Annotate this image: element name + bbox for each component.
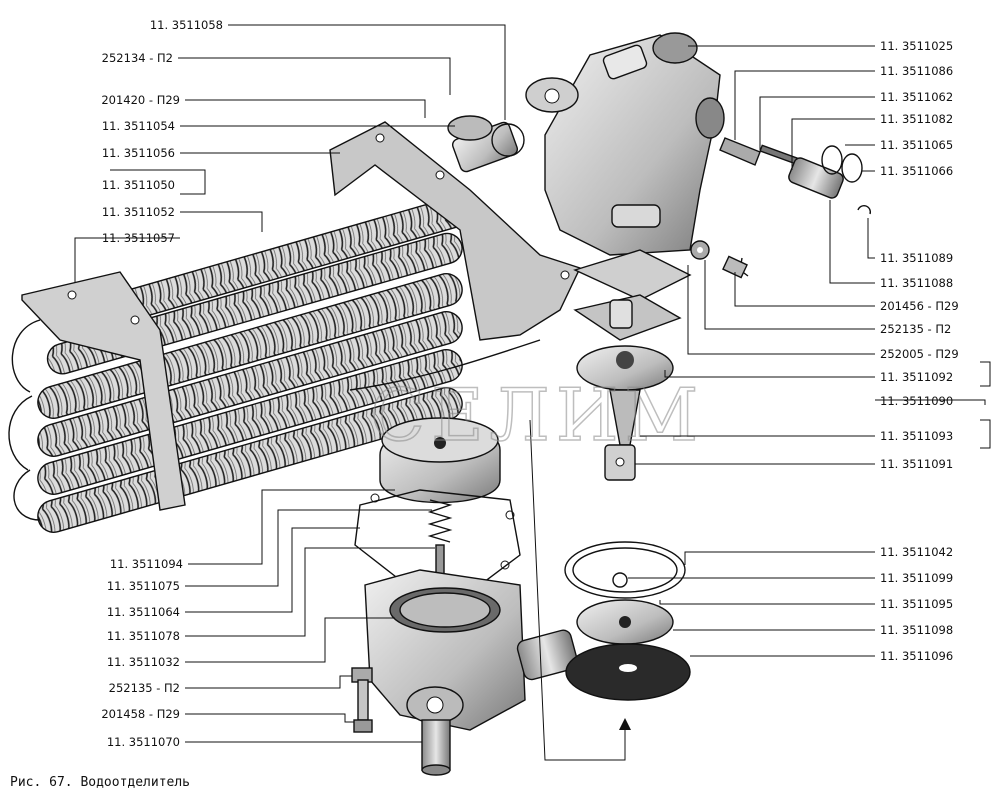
part-label: 11. 3511065 (880, 138, 953, 152)
part-label: 11. 3511025 (880, 39, 953, 53)
drain-valve-housing (525, 32, 725, 256)
part-label: 11. 3511064 (107, 605, 180, 619)
part-label: 11. 3511098 (880, 623, 953, 637)
part-label: 252005 - П29 (880, 347, 959, 361)
part-label: 201456 - П29 (880, 299, 959, 313)
cooling-coil-assembly (8, 115, 581, 533)
part-label: 201458 - П29 (101, 707, 180, 721)
figure-caption: Рис. 67. Водоотделитель (10, 775, 190, 790)
part-label: 11. 3511091 (880, 457, 953, 471)
part-label: 11. 3511066 (880, 164, 953, 178)
labels-left: 11. 3511058 252134 - П2 201420 - П29 11.… (101, 18, 223, 749)
leaders-right (628, 45, 991, 657)
inlet-fitting (447, 115, 525, 173)
part-label: 11. 3511042 (880, 545, 953, 559)
labels-right: 11. 3511025 11. 3511086 11. 3511062 11. … (880, 39, 959, 663)
part-label: 11. 3511090 (880, 394, 953, 408)
part-label: 11. 3511094 (110, 557, 183, 571)
part-label: 11. 3511058 (150, 18, 223, 32)
part-label: 11. 3511052 (102, 205, 175, 219)
part-label: 11. 3511056 (102, 146, 175, 160)
part-label: 201420 - П29 (101, 93, 180, 107)
valve-plunger-parts (690, 137, 872, 279)
part-label: 11. 3511086 (880, 64, 953, 78)
part-label: 11. 3511099 (880, 571, 953, 585)
part-label: 11. 3511095 (880, 597, 953, 611)
filter-housing (351, 417, 579, 776)
part-label: 11. 3511032 (107, 655, 180, 669)
part-label: 11. 3511088 (880, 276, 953, 290)
part-label: 252135 - П2 (109, 681, 180, 695)
drain-disc-group (564, 541, 691, 701)
assembly-arrow (529, 419, 626, 761)
part-label: 252134 - П2 (102, 51, 173, 65)
watermark: СЕЛИМ (370, 373, 704, 457)
left-bracket-plate (21, 271, 186, 511)
part-label: 11. 3511096 (880, 649, 953, 663)
part-label: 11. 3511089 (880, 251, 953, 265)
part-label: 11. 3511050 (102, 178, 175, 192)
part-label: 11. 3511078 (107, 629, 180, 643)
part-label: 11. 3511082 (880, 112, 953, 126)
leaders-left (74, 24, 506, 743)
part-label: 11. 3511054 (102, 119, 175, 133)
part-label: 11. 3511093 (880, 429, 953, 443)
part-label: 11. 3511075 (107, 579, 180, 593)
part-label: 11. 3511092 (880, 370, 953, 384)
part-label: 252135 - П2 (880, 322, 951, 336)
diaphragm-stack (573, 249, 692, 481)
part-label: 11. 3511070 (107, 735, 180, 749)
right-bracket-plate (329, 121, 581, 341)
part-label: 11. 3511062 (880, 90, 953, 104)
